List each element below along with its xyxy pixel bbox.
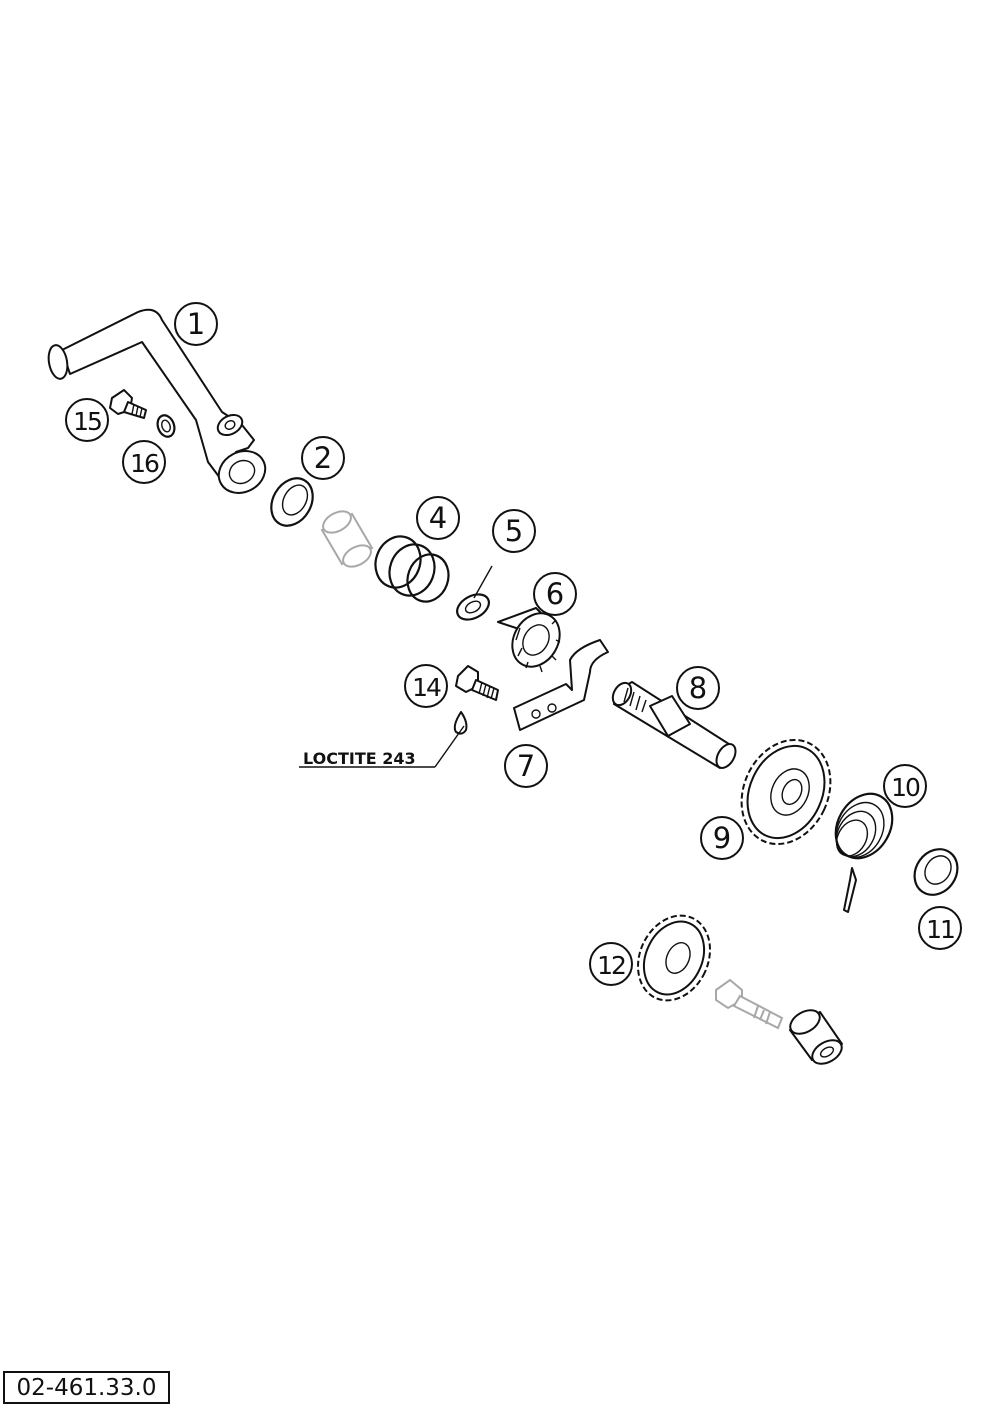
callout-number: 11 <box>926 915 954 944</box>
callout-12: 12 <box>589 942 633 986</box>
callout-number: 14 <box>412 673 441 702</box>
callout-number: 7 <box>517 749 535 783</box>
callout-number: 8 <box>689 671 707 705</box>
callout-15: 15 <box>65 398 109 442</box>
callout-circle <box>65 398 109 442</box>
reference-code: 02-461.33.0 <box>3 1371 170 1404</box>
callout-circle <box>404 664 448 708</box>
bushing-grey <box>320 510 374 568</box>
callout-6: 6 <box>533 572 577 616</box>
callout-number: 4 <box>429 501 447 535</box>
callout-4: 4 <box>416 496 460 540</box>
callout-circle <box>492 509 536 553</box>
callout-9: 9 <box>700 816 744 860</box>
callout-number: 6 <box>546 577 564 611</box>
callout-circle <box>301 436 345 480</box>
adhesive-drop <box>453 711 468 735</box>
callout-7: 7 <box>504 744 548 788</box>
callout-number: 12 <box>597 951 625 980</box>
callout-number: 2 <box>314 441 332 475</box>
loctite-note: LOCTITE 243 <box>303 749 416 768</box>
callout-circle <box>533 572 577 616</box>
kick-start-lever <box>47 308 267 494</box>
callout-number: 1 <box>187 307 205 341</box>
callout-number: 16 <box>130 449 159 478</box>
bolt-with-thread <box>455 665 499 701</box>
kick-start-shaft <box>611 681 737 769</box>
shim-ring <box>913 848 959 896</box>
callout-14: 14 <box>404 664 448 708</box>
callout-10: 10 <box>883 764 927 808</box>
callout-circle <box>589 942 633 986</box>
seal-ring <box>270 477 314 527</box>
callout-circle <box>918 906 962 950</box>
callout-number: 15 <box>73 407 101 436</box>
stopper-plate <box>513 639 609 731</box>
callout-1: 1 <box>174 302 218 346</box>
lock-washer <box>156 414 176 438</box>
callout-16: 16 <box>122 440 166 484</box>
coil-spring <box>374 535 450 603</box>
washer <box>456 593 490 621</box>
callout-circle <box>883 764 927 808</box>
callout-circle <box>416 496 460 540</box>
callout-number: 10 <box>891 773 920 802</box>
callout-number: 5 <box>505 514 523 548</box>
callout-2: 2 <box>301 436 345 480</box>
callout-8: 8 <box>676 666 720 710</box>
leader-lines <box>299 565 493 768</box>
callout-circle <box>676 666 720 710</box>
bolt <box>109 389 147 419</box>
callout-circle <box>504 744 548 788</box>
callout-circle <box>700 816 744 860</box>
ratchet <box>497 607 561 673</box>
callout-circle <box>174 302 218 346</box>
callout-11: 11 <box>918 906 962 950</box>
bushing-lower <box>789 1009 843 1065</box>
callout-number: 9 <box>713 821 731 855</box>
torsion-spring <box>834 792 894 913</box>
intermediate-gear <box>637 914 711 1002</box>
callout-5: 5 <box>492 509 536 553</box>
kick-start-gear <box>740 738 832 846</box>
callout-circle <box>122 440 166 484</box>
bolt-grey <box>715 978 784 1030</box>
